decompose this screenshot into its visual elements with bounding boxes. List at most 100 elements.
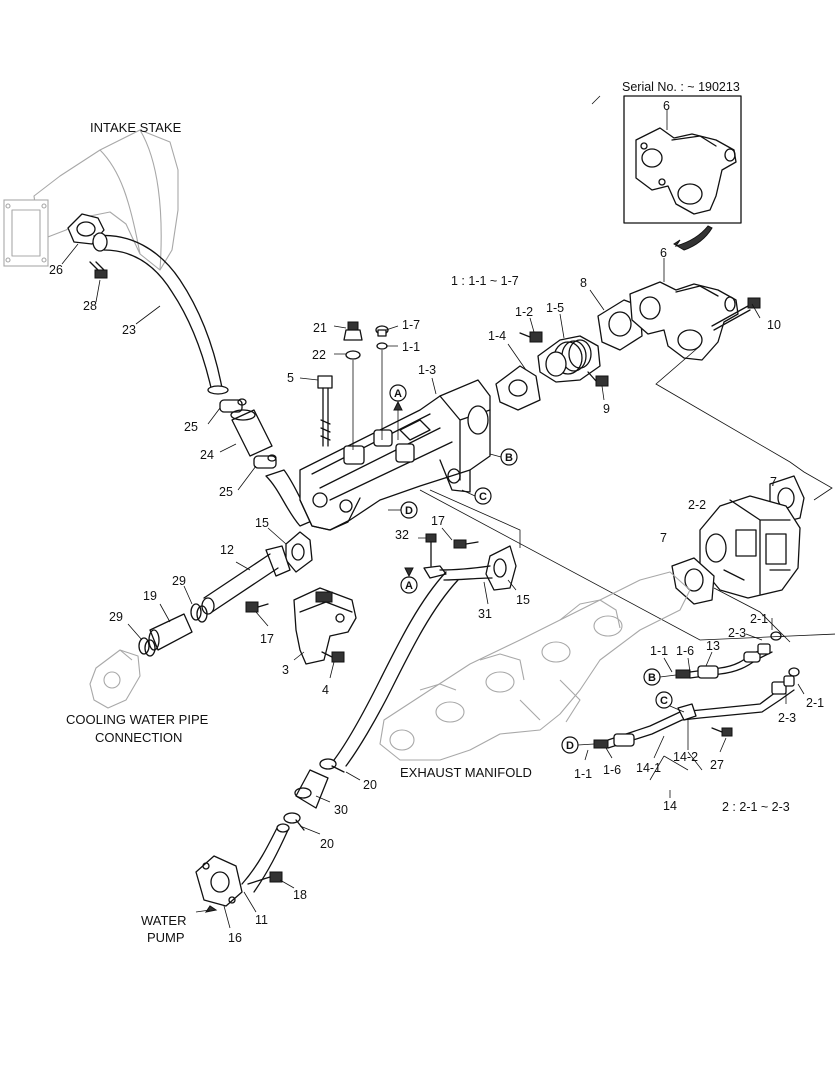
bolt-17-right: [453, 539, 479, 549]
label-23: 23: [122, 323, 136, 337]
gasket-15-right: [485, 545, 517, 591]
egr-valve-2-2: [699, 495, 801, 599]
label-13: 13: [706, 639, 720, 653]
water-pump-title-2: PUMP: [147, 930, 185, 945]
hose-30: [294, 769, 329, 809]
label-4: 4: [322, 683, 329, 697]
flange-16: [195, 855, 243, 907]
bolt-9: [587, 371, 609, 387]
label-25-lower: 25: [219, 485, 233, 499]
label-32: 32: [395, 528, 409, 542]
serial-inset: [623, 95, 742, 224]
bolt-18: [247, 871, 283, 885]
ref-A-upper: A: [389, 384, 407, 440]
label-1-1-upper: 1-1: [402, 340, 420, 354]
pipe-11: [241, 823, 290, 893]
bolt-17-left: [245, 601, 269, 613]
label-20-upper: 20: [363, 778, 377, 792]
label-2-2: 2-2: [688, 498, 706, 512]
svg-text:B: B: [505, 452, 513, 464]
ref-D-upper: D: [388, 501, 418, 519]
ref-C-upper: C: [461, 487, 492, 505]
label-1-4: 1-4: [488, 329, 506, 343]
label-8: 8: [580, 276, 587, 290]
clamp-29-right: [190, 603, 208, 623]
clamp-29-left: [138, 637, 156, 657]
seal-2-1-lower: [788, 667, 800, 677]
gasket-15-left: [285, 531, 313, 573]
label-11: 11: [255, 913, 268, 927]
label-6-inset: 6: [663, 99, 670, 113]
label-30: 30: [334, 803, 348, 817]
svg-text:D: D: [405, 505, 413, 517]
svg-text:C: C: [660, 695, 668, 707]
label-17-left: 17: [260, 632, 274, 646]
label-19: 19: [143, 589, 157, 603]
cooling-pipe-title-2: CONNECTION: [95, 730, 182, 745]
group-2-note: 2 : 2-1 ~ 2-3: [722, 800, 790, 814]
fitting-21: [343, 321, 363, 341]
label-1-2: 1-2: [515, 305, 533, 319]
bolt-27: [711, 727, 733, 737]
hose-19: [148, 613, 193, 651]
label-6: 6: [660, 246, 667, 260]
water-pump-title-1: WATER: [141, 913, 187, 928]
label-18: 18: [293, 888, 307, 902]
label-1-3: 1-3: [418, 363, 436, 377]
ref-A-lower: A: [400, 567, 418, 594]
ref-D-lower: D: [561, 736, 595, 754]
label-1-6-mid: 1-6: [676, 644, 694, 658]
exhaust-manifold-title: EXHAUST MANIFOLD: [400, 765, 532, 780]
label-10: 10: [767, 318, 781, 332]
gasket-1-4: [495, 365, 541, 411]
label-27: 27: [710, 758, 724, 772]
label-1-7: 1-7: [402, 318, 420, 332]
clamp-20-lower: [283, 812, 305, 831]
inset-elbow-6: [635, 127, 737, 215]
label-2-1-lower: 2-1: [806, 696, 824, 710]
label-14: 14: [663, 799, 677, 813]
bolt-4: [321, 651, 345, 663]
label-1-1-mid: 1-1: [650, 644, 668, 658]
bolt-28: [89, 261, 108, 279]
tube-13: [675, 643, 773, 679]
bracket-3: [293, 587, 357, 665]
exhaust-manifold-ghost: [379, 571, 691, 761]
label-31: 31: [478, 607, 492, 621]
label-28: 28: [83, 299, 97, 313]
label-1-5: 1-5: [546, 301, 564, 315]
label-5: 5: [287, 371, 294, 385]
cooling-connection-ghost: [89, 649, 141, 709]
label-7-lower: 7: [660, 531, 667, 545]
bellows-1-5: [537, 335, 601, 383]
inset-arrow: [673, 225, 713, 251]
label-15-left: 15: [255, 516, 269, 530]
label-1-1-lower: 1-1: [574, 767, 592, 781]
label-2-3-lower: 2-3: [778, 711, 796, 725]
inset-frame: [623, 95, 742, 224]
label-17-right: 17: [431, 514, 445, 528]
gasket-7-lower: [671, 557, 715, 605]
bolt-5: [317, 375, 333, 447]
elbow-6: [629, 281, 739, 361]
label-12: 12: [220, 543, 234, 557]
leader-lines: [61, 95, 805, 929]
ref-C-lower: C: [655, 691, 685, 713]
clamp-20-upper: [319, 758, 345, 773]
label-20-lower: 20: [320, 837, 334, 851]
intake-stake-ghost: [3, 129, 179, 271]
seal-2-1-upper: [770, 631, 782, 641]
intake-stake-title: INTAKE STAKE: [90, 120, 182, 135]
clamp-25-lower: [253, 454, 277, 469]
bolt-1-2: [519, 331, 543, 343]
egr-cooler-1: [299, 379, 491, 531]
label-29-right: 29: [172, 574, 186, 588]
hose-24: [230, 409, 273, 457]
svg-text:A: A: [405, 580, 413, 592]
pipe-12: [201, 545, 291, 615]
ref-B-upper: B: [489, 448, 518, 466]
pipe-31: [333, 565, 493, 767]
part-labels: 6 6 10 8 9 1-5 1-2 1-4 1-3 21 1-7 22 1-1…: [49, 99, 824, 945]
connection-lines: [419, 345, 835, 643]
